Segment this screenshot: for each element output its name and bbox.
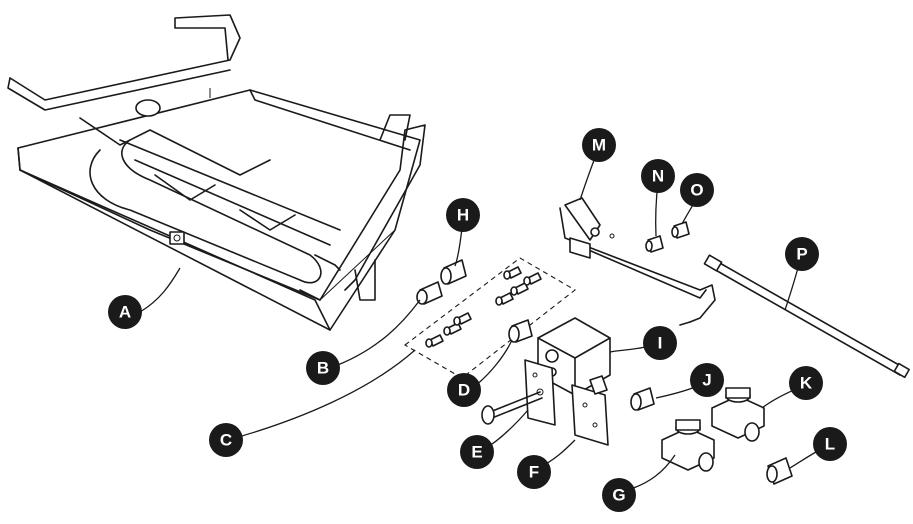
screw: [523, 272, 542, 286]
callout-E-letter: E: [471, 443, 482, 462]
callout-N-letter: N: [652, 167, 664, 186]
callout-I-letter: I: [658, 334, 663, 353]
callout-M: M: [582, 128, 616, 162]
callout-J: J: [690, 363, 724, 397]
pilot-bracket-m: [559, 197, 716, 326]
screw: [495, 292, 514, 306]
flex-gas-line-p: [703, 254, 910, 379]
callout-B-letter: B: [317, 359, 329, 378]
callout-A: A: [108, 295, 142, 329]
callout-D: D: [447, 373, 481, 407]
screw-set: [404, 257, 576, 379]
callout-O-letter: O: [690, 181, 703, 200]
callout-L-letter: L: [825, 435, 835, 454]
screw: [453, 312, 472, 326]
callout-I: I: [643, 326, 677, 360]
elbow-fitting-l: [766, 457, 793, 485]
callout-K-letter: K: [800, 374, 813, 393]
fitting-b: [416, 281, 443, 305]
callout-C: C: [209, 423, 243, 457]
callout-L: L: [813, 427, 847, 461]
callout-P: P: [785, 237, 819, 271]
callout-H: H: [446, 198, 480, 232]
callout-F-letter: F: [529, 463, 539, 482]
callout-A-letter: A: [119, 303, 131, 322]
fitting-d: [508, 319, 533, 343]
callout-D-letter: D: [458, 381, 470, 400]
coupling-j: [630, 387, 655, 411]
bracket-plate-f: [571, 375, 609, 446]
callout-H-letter: H: [457, 206, 469, 225]
bracket-plate-e: [481, 359, 556, 426]
callout-G-letter: G: [612, 486, 625, 505]
fitting-n: [645, 235, 664, 253]
fitting-o: [671, 221, 690, 239]
callout-N: N: [641, 159, 675, 193]
callout-J-letter: J: [702, 371, 711, 390]
callout-E: E: [460, 435, 494, 469]
screw: [510, 282, 529, 296]
callout-O: O: [680, 173, 714, 207]
callout-C-letter: C: [220, 431, 232, 450]
regulator-k: [711, 387, 765, 442]
regulator-g: [661, 419, 715, 472]
callout-G: G: [602, 478, 636, 512]
callout-M-letter: M: [592, 136, 606, 155]
burner-tray-assembly: [7, 14, 426, 331]
fitting-h: [440, 259, 467, 285]
callout-K: K: [789, 366, 823, 400]
screw: [425, 334, 444, 348]
callout-B: B: [306, 351, 340, 385]
callout-P-letter: P: [796, 245, 807, 264]
callout-F: F: [517, 455, 551, 489]
screw: [503, 266, 522, 280]
